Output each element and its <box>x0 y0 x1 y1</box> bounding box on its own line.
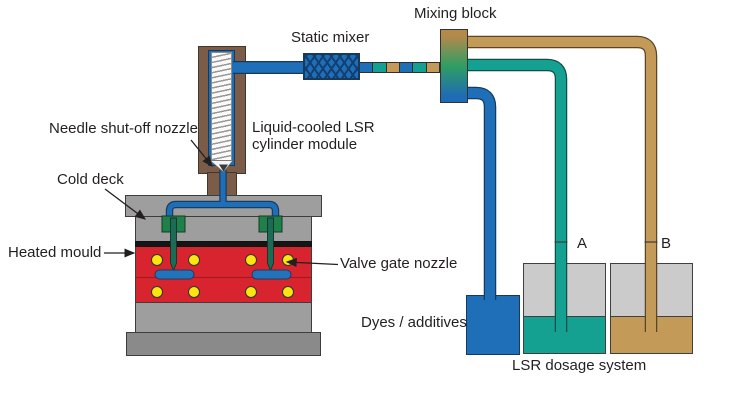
mould-base-plate <box>126 332 321 356</box>
mould-parting-line <box>136 277 311 278</box>
pipe-segment-tan <box>425 62 440 73</box>
pipe-segment-teal <box>372 62 387 73</box>
cylinder-module-label-line2: cylinder module <box>252 135 358 153</box>
mixing-block-label: Mixing block <box>414 5 497 22</box>
cylinder-screw <box>211 52 232 161</box>
component-b-container <box>610 263 693 354</box>
insulation-strip <box>135 241 312 247</box>
dyes-additives-container <box>466 295 520 355</box>
component-a-label: A <box>577 235 588 252</box>
static-mixer-block <box>303 53 360 80</box>
valve-gate-nozzle-label: Valve gate nozzle <box>340 255 458 272</box>
mould-lower-plate <box>135 302 312 333</box>
lsr-dosage-system-label: LSR dosage system <box>512 357 647 374</box>
heated-mould-block <box>135 246 312 303</box>
pipe-segment-blue <box>359 62 374 73</box>
pipe-segment-tan <box>385 62 400 73</box>
component-a-liquid <box>523 316 606 354</box>
cold-deck-top-plate <box>125 195 322 217</box>
needle-shut-off-nozzle-label: Needle shut-off nozzle <box>49 120 198 137</box>
mixing-block <box>440 29 468 103</box>
mixed-material-pipe <box>359 62 440 73</box>
pipe-segment-teal <box>412 62 427 73</box>
cold-deck-label: Cold deck <box>57 171 124 188</box>
cylinder-module-label: Liquid-cooled LSR cylinder module <box>252 119 375 154</box>
heated-mould-label: Heated mould <box>8 244 102 261</box>
dyes-additives-label: Dyes / additives <box>361 314 467 331</box>
component-b-liquid <box>610 316 693 354</box>
static-mixer-label: Static mixer <box>291 29 370 46</box>
component-b-label: B <box>661 235 672 252</box>
cylinder-module-label-line1: Liquid-cooled LSR <box>252 119 375 136</box>
cylinder-module-neck <box>207 172 237 196</box>
cold-deck-plate <box>135 216 312 242</box>
pipe-segment-blue <box>398 62 414 73</box>
component-a-container <box>523 263 606 354</box>
dyes-additives-pipe <box>468 86 497 300</box>
